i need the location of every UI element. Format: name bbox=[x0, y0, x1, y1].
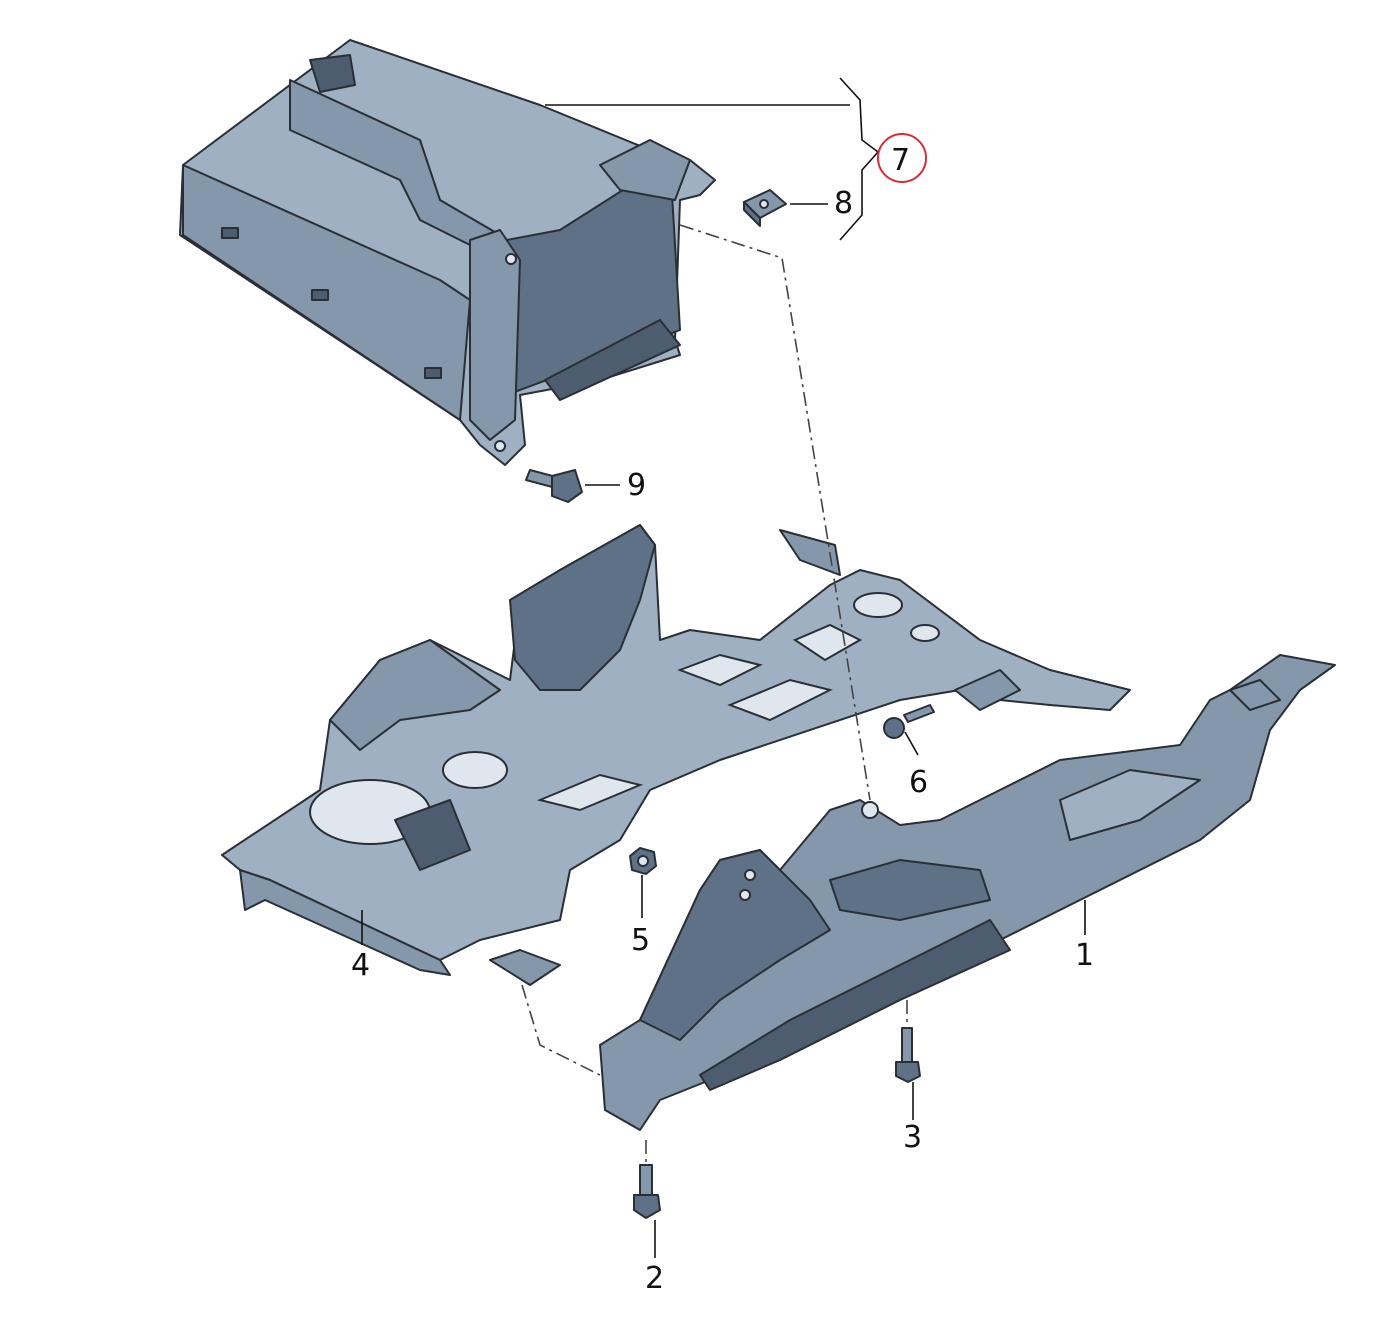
assembly-line-upper bbox=[679, 224, 871, 801]
callout-6[interactable]: 6 bbox=[909, 765, 928, 800]
callout-7-highlight-ring bbox=[877, 133, 927, 183]
callout-1[interactable]: 1 bbox=[1075, 938, 1094, 973]
callout-9[interactable]: 9 bbox=[627, 468, 646, 503]
center-console-trim bbox=[599, 654, 1336, 1131]
bolt-2 bbox=[633, 1164, 661, 1219]
clip-nut bbox=[743, 189, 787, 227]
callout-2[interactable]: 2 bbox=[645, 1261, 664, 1296]
leader-6 bbox=[904, 731, 919, 756]
screw-6 bbox=[883, 704, 935, 739]
bolt-3 bbox=[895, 1027, 921, 1083]
bolt-9 bbox=[525, 469, 583, 503]
glovebox-housing bbox=[179, 39, 716, 466]
callout-8[interactable]: 8 bbox=[834, 186, 853, 221]
callout-3[interactable]: 3 bbox=[903, 1120, 922, 1155]
nut-5 bbox=[629, 847, 657, 875]
callout-7[interactable]: 7 bbox=[891, 143, 910, 178]
callout-5[interactable]: 5 bbox=[631, 923, 650, 958]
dash-support-frame bbox=[221, 524, 1131, 986]
callout-4[interactable]: 4 bbox=[351, 948, 370, 983]
assembly-line-lower bbox=[521, 984, 601, 1076]
